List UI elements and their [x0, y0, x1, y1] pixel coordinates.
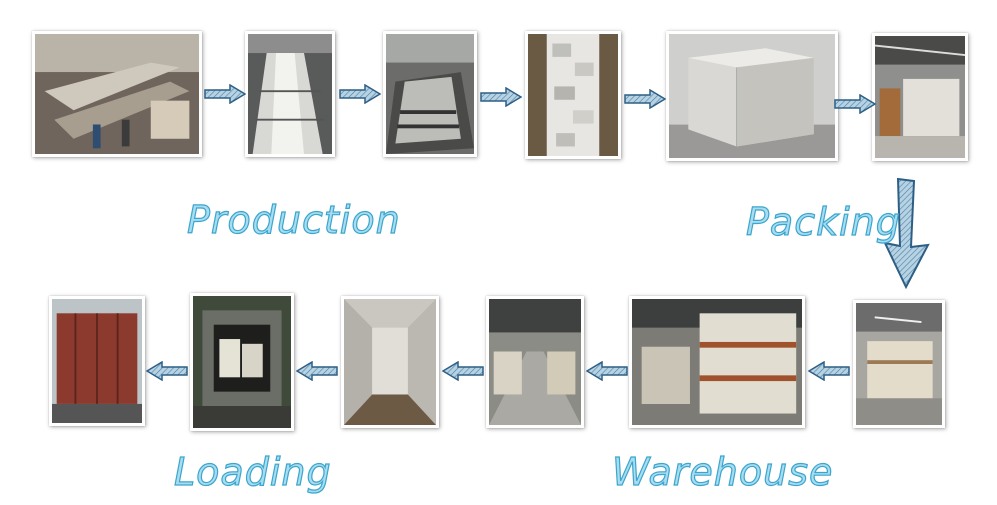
- roller-line-photo: [383, 31, 477, 157]
- production-line-photo: [32, 31, 202, 157]
- arrow-right-icon: [624, 89, 666, 109]
- production-label: Production: [186, 197, 401, 242]
- arrow-right-icon: [204, 84, 246, 104]
- arrow-left-icon: [586, 361, 628, 381]
- arrow-right-icon: [834, 94, 876, 114]
- arrow-left-icon: [442, 361, 484, 381]
- arrow-down-icon: [883, 177, 930, 289]
- warehouse-label: Warehouse: [611, 449, 834, 494]
- container-truck-photo: [49, 296, 145, 426]
- packing-label: Packing: [745, 199, 901, 244]
- packed-pallets-photo: [872, 33, 968, 161]
- arrow-left-icon: [146, 361, 188, 381]
- loading-label: Loading: [173, 449, 332, 494]
- conveyor-line-photo: [245, 31, 335, 157]
- warehouse-stacks-photo: [629, 296, 805, 428]
- sorting-tiles-photo: [525, 31, 621, 159]
- arrow-right-icon: [480, 87, 522, 107]
- container-loading-photo: [190, 293, 294, 431]
- warehouse-pallets-photo: [853, 300, 945, 428]
- arrow-right-icon: [339, 84, 381, 104]
- arrow-left-icon: [808, 361, 850, 381]
- empty-container-photo: [341, 296, 439, 428]
- arrow-left-icon: [296, 361, 338, 381]
- warehouse-aisle-photo: [486, 296, 584, 428]
- carton-box-photo: [666, 31, 838, 161]
